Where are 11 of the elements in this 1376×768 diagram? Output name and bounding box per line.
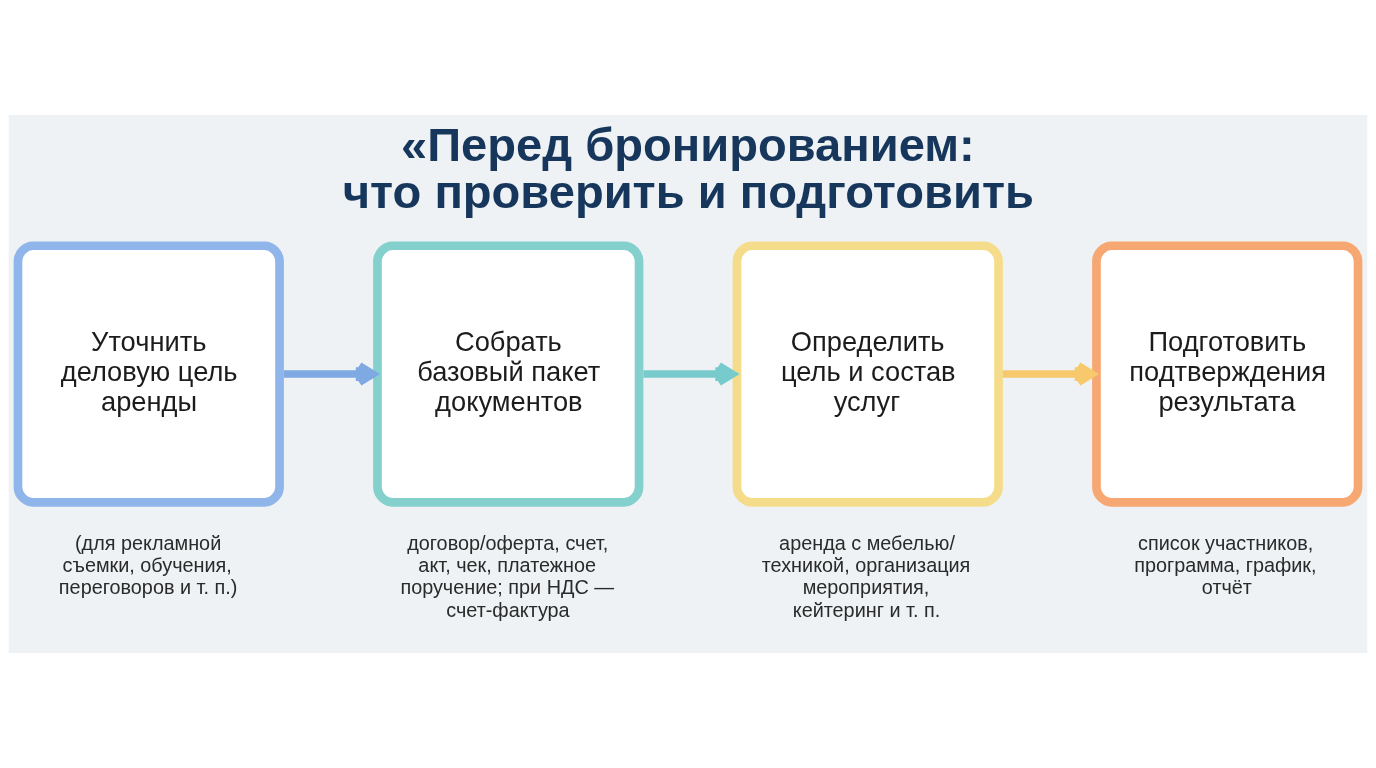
node-box: Уточнить деловую цель аренды	[13, 241, 284, 507]
node-box: Определить цель и состав услуг	[732, 241, 1003, 507]
diagram-title: «Перед бронированием: что проверить и подготовить	[342, 118, 1034, 219]
node-box: Собрать базовый пакет документов	[373, 241, 644, 507]
node-label: аренда с мебелью/ техникой, организация мероприятия, кейтеринг и т. п.	[761, 531, 971, 621]
node-label: список участников, программа, график, отчёт	[1134, 531, 1317, 599]
node-label: договор/оферта, счет, акт, чек, платежное поручение; при НДС — счет-фактура	[400, 531, 615, 621]
arrow	[283, 362, 378, 387]
node-box: Подготовить подтверждения результата	[1092, 241, 1363, 507]
arrow	[1002, 362, 1097, 387]
node-label: (для рекламной съемки, обучения, переговоров и т. п.)	[58, 531, 238, 599]
